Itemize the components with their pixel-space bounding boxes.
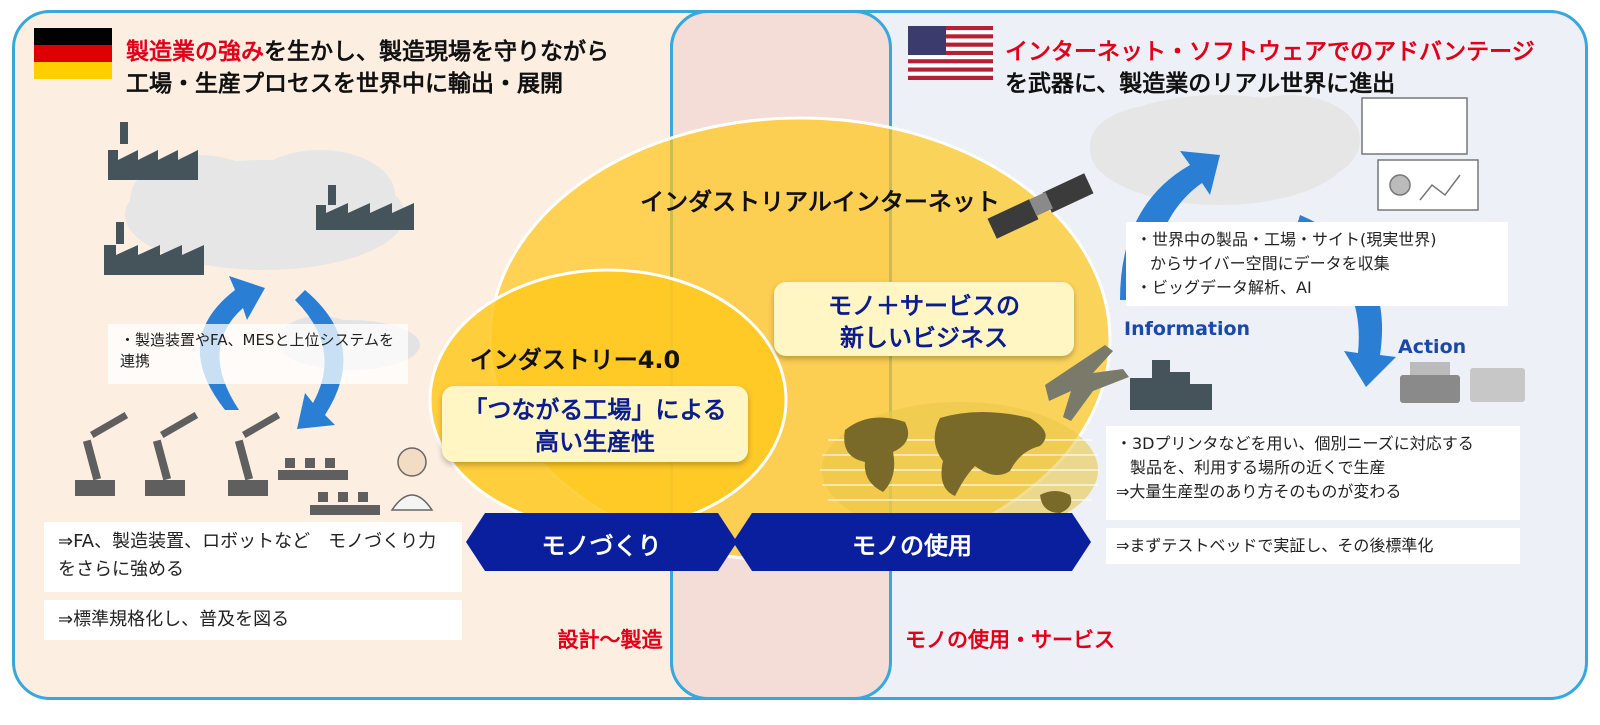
- monitor-icon: [1361, 97, 1479, 211]
- germany-headline: 製造業の強みを生かし、製造現場を守りながら 工場・生産プロセスを世界中に輸出・展…: [126, 36, 666, 100]
- industrial-internet-title: インダストリアルインターネット: [640, 188, 1000, 216]
- usa-headline-line2: を武器に、製造業のリアル世界に進出: [1005, 71, 1396, 97]
- usa-point1: ⇒大量生産型のあり方そのものが変わる: [1116, 482, 1402, 501]
- usa-3dprint-note: ・3Dプリンタなどを用い、個別ニーズに対応する 製品を、利用する場所の近くで生産…: [1106, 426, 1520, 520]
- mono-use-label: モノの使用: [852, 532, 972, 560]
- information-label: Information: [1124, 318, 1251, 340]
- usa-data-note-line2: からサイバー空間にデータを収集: [1150, 254, 1390, 273]
- worker-icon: [390, 447, 434, 511]
- germany-point1: ⇒FA、製造装置、ロボットなど モノづくり力をさらに強める: [44, 522, 462, 592]
- city-icon: [1130, 360, 1212, 410]
- usa-3dprint-line2: 製品を、利用する場所の近くで生産: [1130, 458, 1386, 477]
- usa-point2: ⇒まずテストベッドで実証し、その後標準化: [1106, 528, 1520, 564]
- germany-headline-red: 製造業の強み: [126, 39, 264, 65]
- new-business-line1: モノ＋サービスの: [828, 292, 1020, 320]
- usa-data-note-line1: ・世界中の製品・工場・サイト(現実世界): [1136, 230, 1437, 249]
- robots-icon: [75, 412, 380, 515]
- usa-3dprint-line1: ・3Dプリンタなどを用い、個別ニーズに対応する: [1116, 434, 1474, 453]
- germany-flag-icon: [34, 28, 112, 79]
- connected-factory-box: 「つながる工場」による 高い生産性: [442, 386, 748, 462]
- world-map-icon: [820, 402, 1100, 538]
- monozukuri-band: [466, 513, 737, 571]
- industry40-title: インダストリー4.0: [469, 346, 681, 374]
- germany-cycle-note: ・製造装置やFA、MESと上位システムを連携: [108, 324, 408, 384]
- action-arrow-icon: [1294, 215, 1396, 387]
- new-business-box: モノ＋サービスの 新しいビジネス: [774, 282, 1074, 356]
- connected-factory-line1: 「つながる工場」による: [463, 396, 727, 424]
- usa-headline: インターネット・ソフトウェアでのアドバンテージ を武器に、製造業のリアル世界に進…: [1005, 36, 1545, 100]
- new-business-line2: 新しいビジネス: [840, 324, 1008, 352]
- mono-use-band: [733, 513, 1091, 571]
- usa-data-note-line3: ・ビッグデータ解析、AI: [1136, 278, 1312, 297]
- printer-icon: [1400, 362, 1525, 403]
- satellite-icon: [987, 173, 1094, 239]
- usa-headline-red: インターネット・ソフトウェアでのアドバンテージ: [1005, 39, 1535, 65]
- cloud-right-icon: [1090, 95, 1360, 205]
- usa-flag-icon: [908, 26, 993, 80]
- usa-data-note: ・世界中の製品・工場・サイト(現実世界) からサイバー空間にデータを収集 ・ビッ…: [1126, 222, 1508, 306]
- germany-headline-line2: 工場・生産プロセスを世界中に輸出・展開: [126, 71, 563, 97]
- monozukuri-label: モノづくり: [541, 532, 662, 560]
- germany-headline-rest: を生かし、製造現場を守りながら: [264, 39, 609, 65]
- action-label: Action: [1398, 336, 1467, 358]
- germany-point2: ⇒標準規格化し、普及を図る: [44, 600, 462, 640]
- airplane-icon: [1045, 345, 1129, 421]
- cloud-factories-icon: [104, 122, 414, 275]
- phase-use-service: モノの使用・サービス: [905, 628, 1115, 652]
- phase-design-manufacture: 設計～製造: [557, 628, 663, 652]
- connected-factory-line2: 高い生産性: [535, 428, 655, 456]
